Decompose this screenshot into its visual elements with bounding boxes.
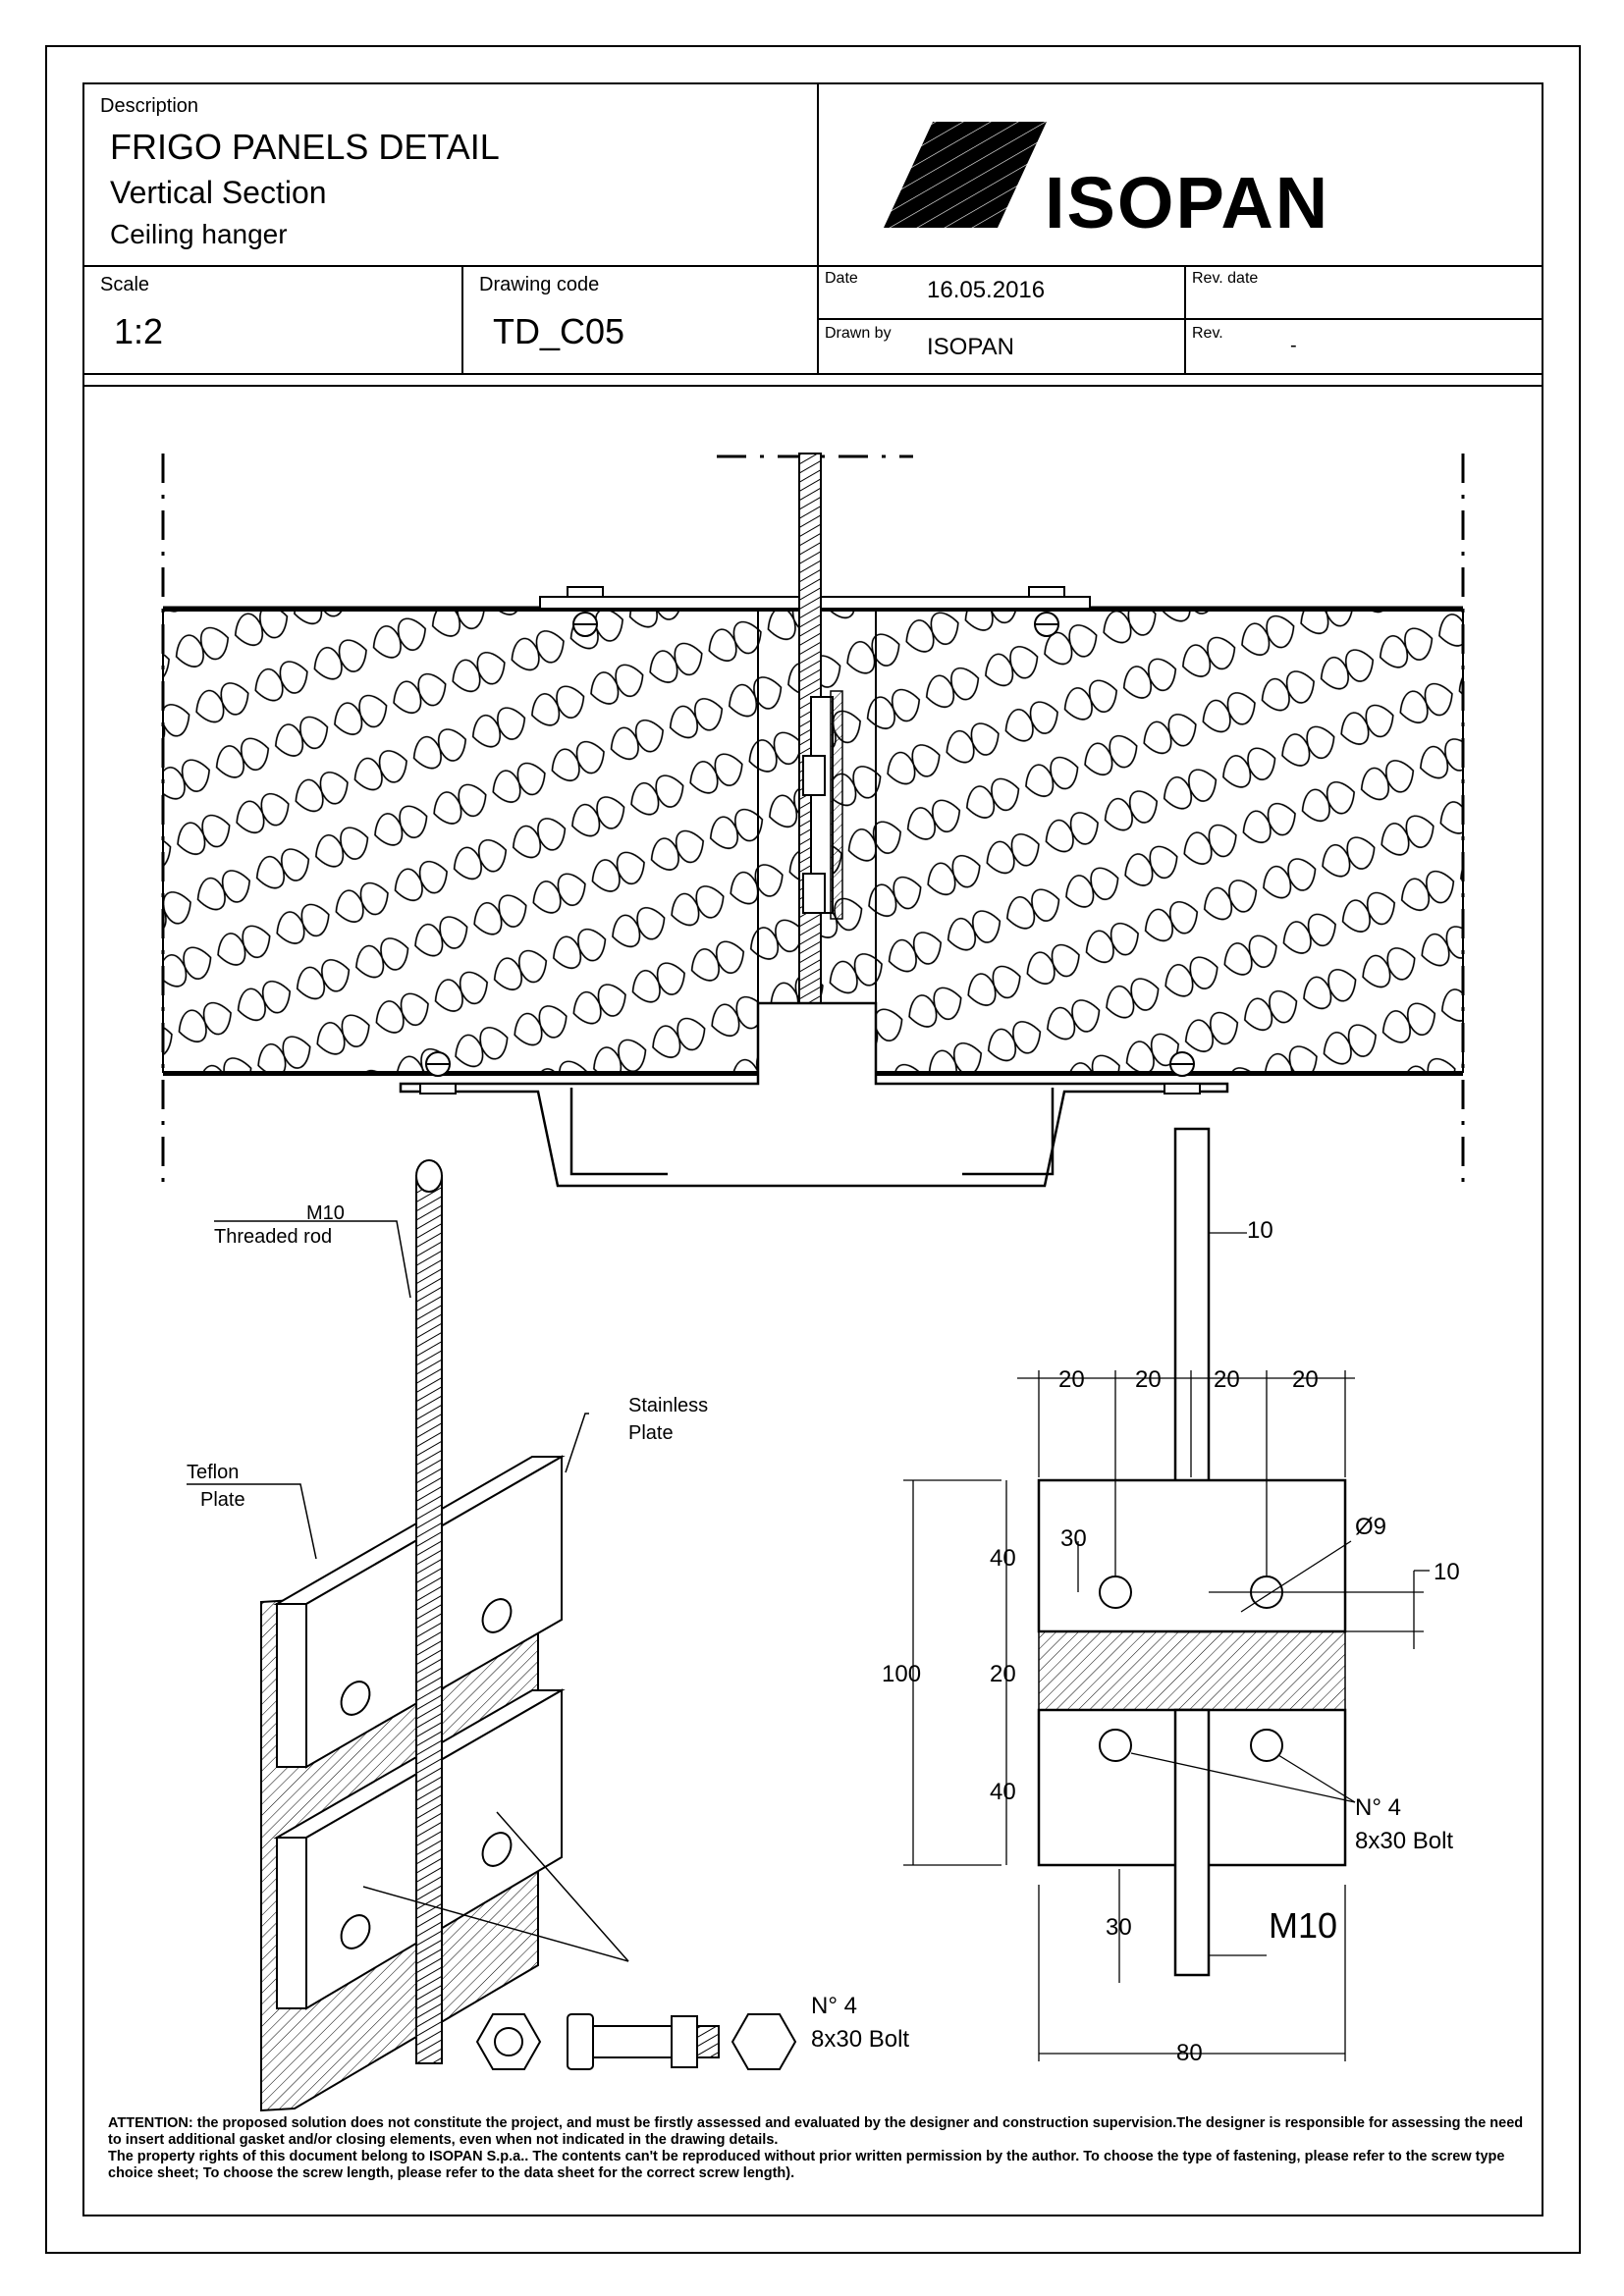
label-hole: Ø9	[1355, 1514, 1387, 1540]
iso-threaded-rod	[415, 1175, 443, 2064]
label-teflon-2: Plate	[200, 1489, 245, 1511]
dim-20-c: 20	[1214, 1366, 1240, 1393]
label-stainless-1: Stainless	[628, 1395, 709, 1416]
label-rod-m10: M10	[1269, 1905, 1338, 1946]
scale-label: Scale	[100, 274, 150, 295]
scale-value: 1:2	[114, 311, 164, 351]
attention-note: ATTENTION: the proposed solution does no…	[108, 2115, 1532, 2182]
rev-label: Rev.	[1192, 325, 1223, 342]
drawing-subtitle: Vertical Section	[110, 175, 327, 210]
isometric-view	[187, 1159, 797, 2112]
elev-rod-lower	[1173, 1708, 1211, 1977]
inner-border	[82, 82, 1543, 2216]
tb-divider-h4	[82, 385, 1543, 387]
description-label: Description	[100, 95, 199, 117]
date-label: Date	[825, 270, 858, 287]
bolt-set	[475, 2013, 797, 2070]
attention-line-1: ATTENTION: the proposed solution does no…	[108, 2115, 1524, 2148]
label-bolt-size: 8x30 Bolt	[811, 2026, 910, 2053]
label-teflon-1: Teflon	[187, 1462, 240, 1483]
dim-20-mid: 20	[990, 1661, 1016, 1687]
drawn-by-label: Drawn by	[825, 325, 892, 342]
dim-20-a: 20	[1058, 1366, 1085, 1393]
dim-30-bot: 30	[1106, 1914, 1132, 1941]
drawing-code-label: Drawing code	[479, 274, 600, 295]
right-panel-core	[875, 610, 1464, 1073]
dim-10-right: 10	[1434, 1559, 1460, 1585]
screw-bottom-left	[419, 1051, 457, 1095]
panel-section	[161, 453, 1465, 1190]
screw-top-right	[1028, 586, 1065, 637]
drawing-title: FRIGO PANELS DETAIL	[110, 127, 500, 167]
screw-bottom-right	[1164, 1051, 1201, 1095]
left-panel-core	[162, 610, 759, 1073]
section-bolt-2	[802, 873, 826, 914]
dim-80: 80	[1176, 2040, 1203, 2066]
label-stainless-2: Plate	[628, 1422, 674, 1444]
label-bolt-count-2: N° 4	[1355, 1794, 1401, 1821]
section-bolt-1	[802, 755, 826, 796]
drawn-by-value: ISOPAN	[927, 334, 1014, 360]
elev-teflon	[1038, 1630, 1346, 1711]
isopan-logo-text: ISOPAN	[1045, 162, 1330, 243]
dim-20-b: 20	[1135, 1366, 1162, 1393]
tb-divider-h1	[82, 265, 1543, 267]
dim-40-top: 40	[990, 1545, 1016, 1572]
tb-divider-scale	[461, 265, 463, 373]
dim-20-d: 20	[1292, 1366, 1319, 1393]
label-bolt-count: N° 4	[811, 1993, 857, 2019]
elev-plate-upper	[1037, 1478, 1347, 1633]
attention-line-2: The property rights of this document bel…	[108, 2149, 1505, 2181]
label-threaded-rod: Threaded rod	[214, 1226, 333, 1248]
isopan-logo-mark	[884, 122, 1047, 228]
tb-divider-h2	[819, 318, 1543, 320]
dim-30-top: 30	[1060, 1525, 1087, 1552]
dim-top-10: 10	[1247, 1217, 1273, 1244]
tb-divider-h3	[82, 373, 1543, 375]
screw-top-left	[567, 586, 604, 637]
label-bolt-size-2: 8x30 Bolt	[1355, 1828, 1454, 1854]
tb-divider-rev	[1184, 265, 1186, 373]
bottom-omega-profile	[399, 1001, 1229, 1188]
rev-value: -	[1290, 335, 1297, 356]
drawing-code-value: TD_C05	[493, 311, 625, 351]
dim-40-bot: 40	[990, 1779, 1016, 1805]
rev-date-label: Rev. date	[1192, 270, 1259, 287]
date-value: 16.05.2016	[927, 277, 1046, 303]
drawing-subtitle-2: Ceiling hanger	[110, 219, 288, 249]
section-teflon-plate	[830, 690, 843, 920]
tb-divider-vertical	[817, 82, 819, 373]
label-rod-size: M10	[306, 1202, 345, 1224]
outer-border	[45, 45, 1581, 2254]
elevation-view	[903, 1127, 1430, 2061]
dim-100: 100	[882, 1661, 922, 1687]
profile-inner-lines	[569, 1088, 1055, 1176]
